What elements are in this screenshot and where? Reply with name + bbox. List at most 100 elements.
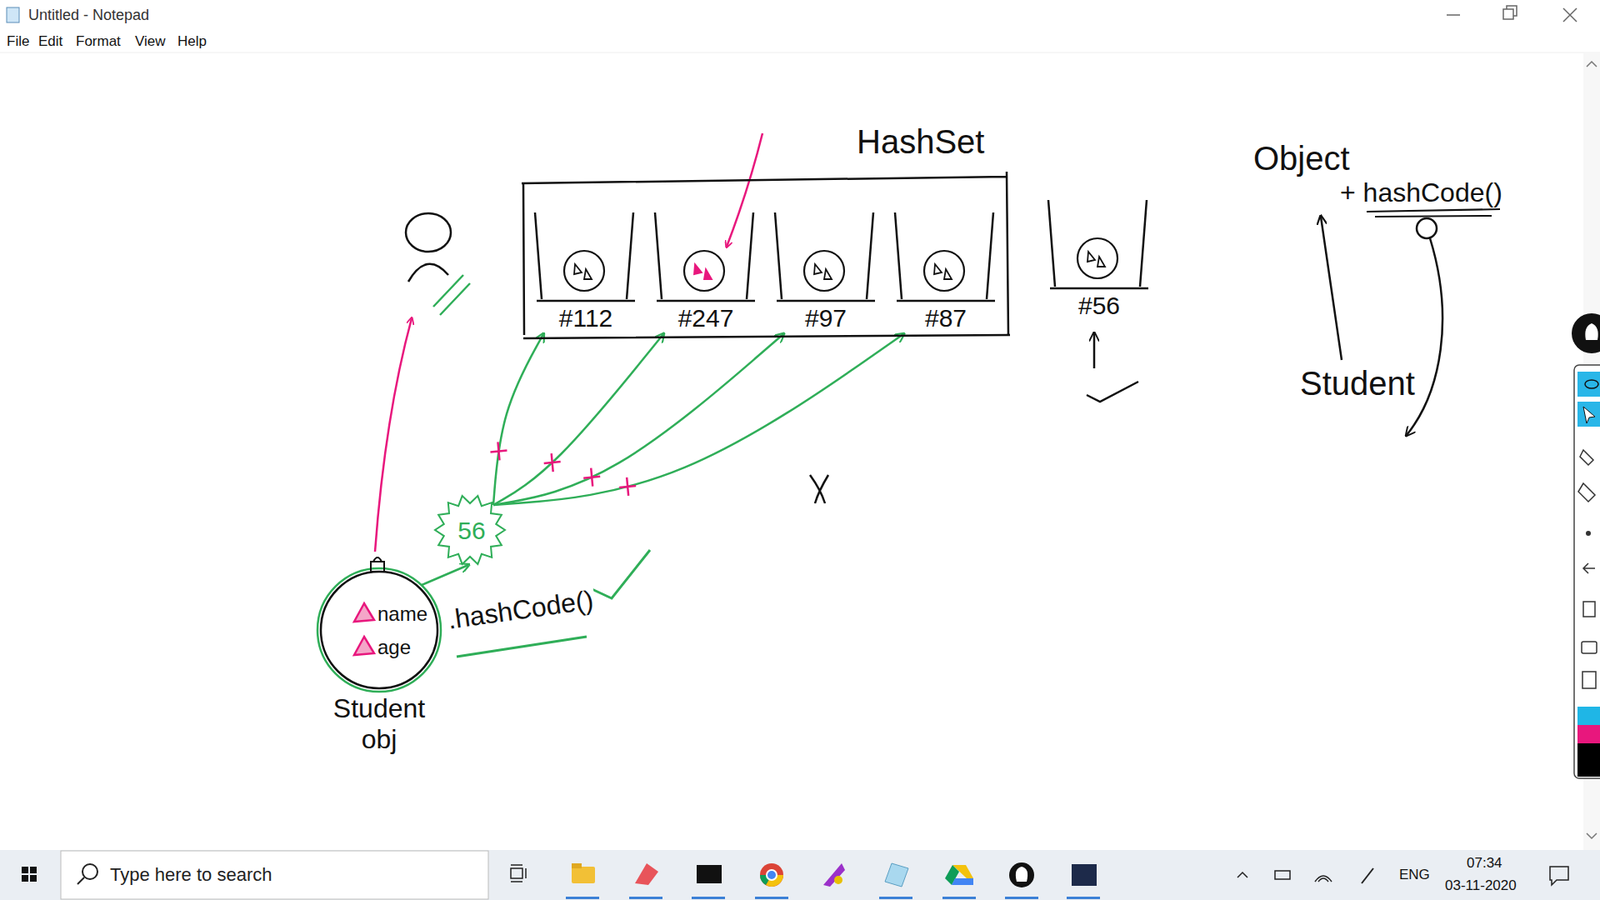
start-button [21,866,29,874]
app-icon [834,875,843,885]
reject-cross [544,453,561,472]
class-name: Object [1253,140,1350,177]
search-icon [77,864,98,885]
app-icon [823,863,845,887]
taskbar [0,850,1600,900]
title-bar [0,52,1600,54]
search-placeholder: Type here to search [110,864,272,885]
search-box [60,850,489,900]
pen-toolbar [1582,671,1596,689]
hash-value: 56 [435,516,509,545]
menu-item: Format [75,33,121,50]
connector [1320,216,1342,360]
object-caption: Student obj [325,693,434,755]
stored-object [804,250,845,291]
task-view-icon [525,868,527,879]
active-indicator [879,896,913,900]
pen-toolbar [1585,530,1591,536]
menu-item: Help [177,33,207,50]
pen-toolbar [1585,380,1599,389]
wifi-icon [1315,875,1332,882]
lock-icon [370,557,385,572]
up-arrow [1093,333,1096,369]
pen-toolbar [1581,641,1597,654]
taskbar [0,850,1600,900]
menu-item: Edit [38,33,63,50]
clock-date: 03-11-2020 [1445,877,1517,895]
restore-button [1506,5,1517,16]
override-arrow [1406,218,1443,435]
object-circle [320,571,438,689]
hashset-box: HashSet#112#247#97#87 [520,116,1012,340]
field-mark [694,264,712,280]
active-indicator [629,896,663,900]
active-indicator [1005,896,1039,900]
pen-toolbar [1577,401,1600,427]
battery-icon [1275,870,1290,880]
task-view-icon [510,868,523,879]
underline [1366,209,1500,217]
active-indicator [565,896,1100,900]
field-mark [1087,251,1105,267]
app-icon [885,863,909,887]
connector [493,334,664,505]
object-circle: name ageStudent obj [312,566,446,767]
bucket: #247 [648,212,764,335]
stored-object [1077,238,1118,279]
field-name: age [377,636,411,659]
chrome-icon [766,870,777,880]
pen-toolbar [1577,371,1600,397]
start-button [30,875,37,882]
tick-marks [433,275,470,315]
search-icon [77,877,85,885]
pen-toolbar [1580,450,1594,465]
pen-toolbar [1577,725,1600,744]
bucket-outline [655,212,755,301]
hash-label: #56 [1041,291,1157,320]
pen-toolbar [1583,563,1595,574]
field-name: name [377,603,428,625]
folder-icon [571,863,582,869]
reject-cross [583,468,600,487]
person-figure [405,213,451,252]
pen-toolbar [1577,743,1600,777]
restore-button [1503,5,1517,20]
bucket-outline [1048,200,1149,289]
task-view-icon [510,865,526,882]
reject-cross [619,477,636,496]
close-button [1563,8,1577,22]
app-icon [1009,862,1035,888]
person-figure [408,264,449,282]
connector [421,565,469,585]
class-label: Object+ hashCode() [1250,140,1517,217]
heading: HashSet [856,123,985,160]
scrollbar [1586,833,1597,839]
notification-icon [1550,866,1569,885]
pen-toolbar [1585,323,1598,340]
bucket: #87 [888,212,1004,335]
class-label: Student [1300,360,1442,407]
edge-label: .hashCode() [444,584,597,636]
hash-label: #97 [768,304,884,332]
bucket-outline [535,212,635,301]
task-view-icon [510,880,523,883]
class-name: Student [1300,365,1415,402]
terminal-icon [696,865,722,884]
person-figure [405,213,451,282]
chrome-icon [760,863,784,887]
search-icon [82,864,98,880]
bucket: #97 [768,212,884,335]
pen-toolbar [1583,601,1595,617]
field-mark [934,264,952,280]
check-mark [1086,381,1139,402]
object-circle [317,568,441,692]
title-bar [0,0,1600,53]
scrollbar [1586,61,1597,67]
app-icon [6,7,20,23]
task-view-icon [510,864,523,866]
connector [493,334,904,505]
field-mark [814,264,832,280]
underline [456,636,587,657]
